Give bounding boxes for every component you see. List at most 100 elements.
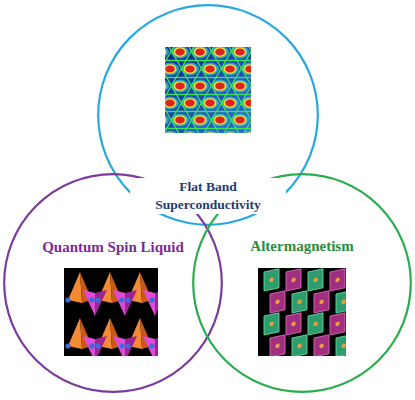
- magnetic-atom: [297, 299, 301, 304]
- band-core: [215, 49, 225, 56]
- spin-sublattice: [292, 291, 307, 313]
- kagome-line: [165, 47, 251, 133]
- band-halo: [171, 47, 189, 59]
- octahedron-face: [286, 313, 301, 335]
- atom-dot: [65, 343, 70, 348]
- kagome-line: [240, 47, 251, 133]
- kagome-line: [165, 60, 251, 61]
- band-ring: [165, 115, 167, 125]
- octahedron-face: [270, 291, 285, 313]
- magnetic-atom: [291, 277, 295, 282]
- magnetic-atom: [319, 343, 323, 348]
- band-ring: [234, 47, 247, 57]
- band-ring: [174, 47, 187, 57]
- kagome-line: [245, 47, 251, 133]
- band-core: [245, 66, 251, 73]
- kagome-line: [165, 47, 251, 133]
- band-core: [235, 49, 245, 56]
- band-core: [235, 117, 245, 124]
- band-ring: [184, 98, 197, 108]
- kagome-illustration: [165, 47, 251, 133]
- magnetic-atom: [335, 277, 339, 282]
- tetrahedron: [143, 336, 155, 356]
- spin-sublattice: [330, 269, 345, 291]
- band-ring: [174, 81, 187, 91]
- kagome-line: [165, 47, 180, 133]
- kagome-line: [205, 47, 251, 133]
- spin-sublattice: [292, 335, 307, 356]
- spin-sublattice: [270, 335, 285, 356]
- venn-circle: Flat Band Superconductivity: [97, 4, 319, 226]
- tetrahedron: [68, 318, 82, 349]
- kagome-line: [165, 47, 251, 133]
- spin-sublattice: [314, 291, 329, 313]
- spin-sublattice: [264, 269, 279, 291]
- atom-dot: [119, 343, 124, 348]
- band-core: [165, 100, 175, 107]
- spin-sublattice: [286, 313, 301, 335]
- tetrahedron: [95, 290, 107, 316]
- band-halo: [241, 63, 251, 76]
- octahedron-face: [292, 291, 307, 313]
- circle-outline: [98, 5, 318, 225]
- band-core: [215, 117, 225, 124]
- atom-dot: [95, 343, 100, 348]
- octahedron-face: [270, 335, 285, 356]
- band-core: [205, 66, 215, 73]
- atom-dot: [125, 297, 130, 302]
- band-ring: [214, 115, 227, 125]
- band-ring: [234, 81, 247, 91]
- octahedron-face: [308, 313, 323, 335]
- atom-dot: [119, 297, 124, 302]
- atom-dot: [149, 297, 154, 302]
- band-ring: [165, 132, 177, 133]
- magnetic-atom: [269, 277, 273, 282]
- band-core: [165, 66, 175, 73]
- band-halo: [191, 47, 209, 59]
- magnetic-atom: [341, 299, 345, 304]
- spin-sublattice: [308, 269, 323, 291]
- band-core: [225, 66, 235, 73]
- tetrahedron: [155, 336, 158, 356]
- band-ring: [165, 81, 167, 91]
- octahedron-face: [264, 269, 279, 291]
- magnetic-atom: [291, 321, 295, 326]
- spin-sublattice: [308, 313, 323, 335]
- band-core: [195, 83, 205, 90]
- atom-dot: [95, 297, 100, 302]
- kagome-line: [165, 128, 251, 129]
- band-ring: [204, 64, 217, 74]
- band-halo: [231, 47, 249, 59]
- band-ring: [234, 115, 247, 125]
- octahedron-face: [314, 335, 329, 356]
- band-core: [225, 100, 235, 107]
- band-core: [185, 66, 195, 73]
- magnetic-atom: [341, 343, 345, 348]
- band-ring: [204, 98, 217, 108]
- band-core: [195, 117, 205, 124]
- band-ring: [184, 64, 197, 74]
- band-ring: [165, 98, 177, 108]
- spin-sublattice: [286, 269, 301, 291]
- tetrahedron: [125, 336, 137, 356]
- band-ring: [224, 98, 237, 108]
- band-core: [175, 49, 185, 56]
- magnetic-atom: [313, 277, 317, 282]
- band-ring: [214, 47, 227, 57]
- spin-sublattice: [314, 335, 329, 356]
- band-ring: [224, 132, 237, 133]
- tetrahedron: [95, 336, 107, 356]
- kagome-line: [165, 47, 200, 133]
- atom-dot: [65, 297, 70, 302]
- kagome-line: [165, 94, 251, 95]
- circle-outline: [193, 174, 411, 392]
- tetrahedron: [113, 336, 125, 356]
- illustration-ground: [64, 268, 158, 356]
- circle-label: Flat Band Superconductivity: [130, 178, 286, 214]
- band-ring: [174, 115, 187, 125]
- spin-sublattice: [336, 335, 346, 356]
- atom-dot: [89, 297, 94, 302]
- octahedron-face: [292, 335, 307, 356]
- band-ring: [244, 98, 252, 108]
- band-core: [215, 83, 225, 90]
